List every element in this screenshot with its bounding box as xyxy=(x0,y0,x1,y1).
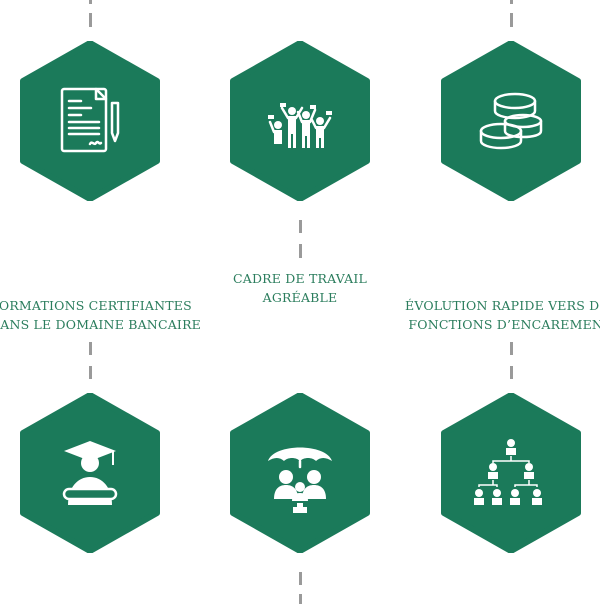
feature-hexagon xyxy=(19,41,161,201)
feature-label-career: ÉVOLUTION RAPIDE VERS DES FONCTIONS D’EN… xyxy=(405,296,600,334)
label-line: CADRE DE TRAVAIL xyxy=(232,271,368,286)
connector-dash xyxy=(299,572,302,585)
connector-dash xyxy=(89,366,92,379)
feature-hexagon xyxy=(19,393,161,553)
feature-label-workplace: CADRE DE TRAVAIL AGRÉABLE xyxy=(200,269,400,307)
connector-dash xyxy=(299,220,302,233)
connector-dash xyxy=(299,594,302,604)
feature-label-training: FORMATIONS CERTIFIANTES DANS LE DOMAINE … xyxy=(0,296,202,334)
connector-dash xyxy=(510,366,513,379)
graduate-icon xyxy=(62,441,118,505)
feature-hexagon xyxy=(440,393,582,553)
org-chart-icon xyxy=(474,439,542,505)
connector-dash xyxy=(89,342,92,355)
connector-dash xyxy=(299,244,302,258)
connector-dash xyxy=(510,13,513,27)
label-line: ÉVOLUTION RAPIDE VERS DES xyxy=(405,298,600,313)
connector-dash xyxy=(89,13,92,27)
feature-hexagon xyxy=(440,41,582,201)
label-line: FONCTIONS D’ENCAREMENT xyxy=(408,317,600,332)
connector-dash xyxy=(510,0,513,4)
connector-dash xyxy=(89,0,92,4)
connector-dash xyxy=(510,342,513,355)
feature-hexagon xyxy=(229,393,371,553)
feature-hexagon xyxy=(229,41,371,201)
label-line: AGRÉABLE xyxy=(262,290,338,305)
contract-icon xyxy=(60,87,120,153)
celebrating-people-icon xyxy=(268,103,332,148)
family-insurance-icon xyxy=(268,447,332,513)
coins-icon xyxy=(479,92,543,150)
label-line: FORMATIONS CERTIFIANTES xyxy=(0,298,192,313)
label-line: DANS LE DOMAINE BANCAIRE xyxy=(0,317,202,332)
